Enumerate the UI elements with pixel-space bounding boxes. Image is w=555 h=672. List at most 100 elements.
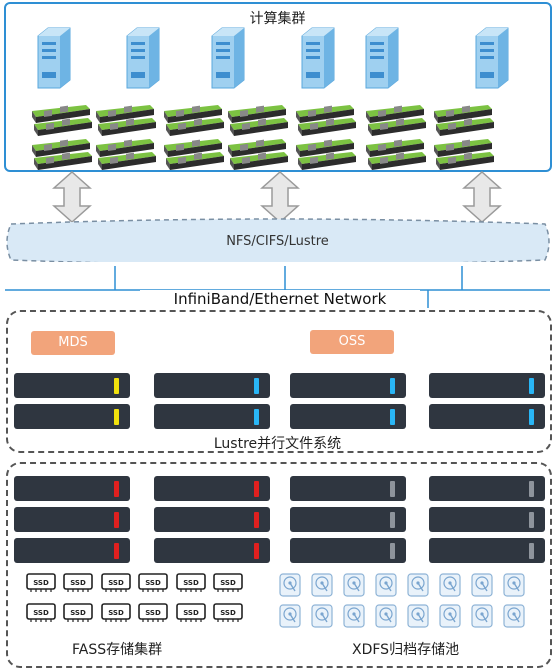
arrow-left: [52, 170, 92, 224]
gpu-card-icon: [296, 116, 358, 138]
hdd-icon: [311, 573, 333, 597]
oss-server-rack: [290, 373, 406, 398]
oss-server-rack: [154, 373, 270, 398]
ssd-icon: SSD: [63, 603, 93, 623]
xdfs-storage-rack: [290, 507, 406, 532]
gpu-card-icon: [30, 103, 92, 125]
hdd-icon: [279, 573, 301, 597]
ssd-icon: SSD: [176, 573, 206, 593]
status-led: [114, 481, 119, 497]
ssd-icon: SSD: [213, 603, 243, 623]
gpu-card-icon: [366, 150, 428, 172]
status-led: [254, 481, 259, 497]
status-led: [254, 543, 259, 559]
network-label: InfiniBand/Ethernet Network: [140, 290, 420, 308]
gpu-card-icon: [94, 137, 156, 159]
mds-tag: MDS: [31, 331, 115, 355]
hdd-icon: [375, 573, 397, 597]
fass-storage-rack: [154, 507, 270, 532]
hdd-icon: [471, 604, 493, 628]
gpu-card-icon: [432, 137, 494, 159]
gpu-card-icon: [94, 103, 156, 125]
gpu-card-icon: [226, 103, 288, 125]
gpu-card-icon: [296, 150, 358, 172]
server-icon: [298, 26, 336, 90]
server-icon: [208, 26, 246, 90]
hdd-icon: [439, 604, 461, 628]
oss-server-rack: [429, 404, 545, 429]
hdd-icon: [375, 604, 397, 628]
hdd-icon: [343, 604, 365, 628]
arrow-right: [462, 170, 502, 224]
fass-storage-rack: [14, 507, 130, 532]
nfs-layer-shape: [6, 218, 550, 262]
hdd-icon: [311, 604, 333, 628]
oss-server-rack: [429, 373, 545, 398]
fass-storage-rack: [14, 538, 130, 563]
arrow-center: [260, 170, 300, 224]
ssd-icon: SSD: [138, 603, 168, 623]
gpu-card-icon: [434, 116, 496, 138]
gpu-card-icon: [226, 137, 288, 159]
gpu-card-icon: [364, 103, 426, 125]
status-led: [114, 543, 119, 559]
xdfs-storage-rack: [290, 476, 406, 501]
svg-text:SSD: SSD: [70, 579, 86, 587]
ssd-icon: SSD: [63, 573, 93, 593]
hdd-icon: [279, 604, 301, 628]
gpu-card-icon: [164, 116, 226, 138]
gpu-card-icon: [294, 103, 356, 125]
mds-server-rack: [14, 404, 130, 429]
gpu-card-icon: [432, 103, 494, 125]
server-icon: [362, 26, 400, 90]
io-arrows: [52, 170, 502, 224]
hdd-icon: [407, 573, 429, 597]
server-icon: [472, 26, 510, 90]
lustre-box: [6, 310, 552, 453]
status-led: [114, 512, 119, 528]
gpu-card-icon: [32, 116, 94, 138]
compute-cluster-title: 计算集群: [249, 11, 306, 27]
xdfs-caption: XDFS归档存储池: [352, 642, 460, 658]
ssd-icon: SSD: [138, 573, 168, 593]
mds-server-rack: [14, 373, 130, 398]
hdd-icon: [503, 604, 525, 628]
status-led: [254, 409, 259, 425]
hdd-icon: [439, 573, 461, 597]
hdd-icon: [407, 604, 429, 628]
server-icon: [123, 26, 161, 90]
fass-storage-rack: [154, 538, 270, 563]
svg-text:SSD: SSD: [145, 579, 161, 587]
hdd-icon: [503, 573, 525, 597]
status-led: [114, 378, 119, 394]
gpu-card-icon: [366, 116, 428, 138]
status-led: [254, 512, 259, 528]
svg-text:SSD: SSD: [108, 609, 124, 617]
fass-caption: FASS存储集群: [72, 642, 163, 658]
gpu-card-icon: [228, 150, 290, 172]
xdfs-storage-rack: [290, 538, 406, 563]
gpu-card-icon: [164, 150, 226, 172]
ssd-icon: SSD: [213, 573, 243, 593]
ssd-icon: SSD: [26, 573, 56, 593]
svg-text:SSD: SSD: [145, 609, 161, 617]
status-led: [254, 378, 259, 394]
svg-text:SSD: SSD: [183, 609, 199, 617]
svg-text:SSD: SSD: [33, 579, 49, 587]
ssd-icon: SSD: [101, 603, 131, 623]
gpu-card-icon: [434, 150, 496, 172]
oss-tag: OSS: [310, 330, 394, 354]
server-icon: [34, 26, 72, 90]
gpu-card-icon: [32, 150, 94, 172]
svg-text:SSD: SSD: [108, 579, 124, 587]
status-led: [114, 409, 119, 425]
svg-text:SSD: SSD: [70, 609, 86, 617]
status-led: [390, 481, 395, 497]
status-led: [390, 512, 395, 528]
svg-text:SSD: SSD: [33, 609, 49, 617]
status-led: [529, 378, 534, 394]
storage-box: [6, 462, 552, 668]
svg-text:SSD: SSD: [183, 579, 199, 587]
gpu-card-icon: [162, 103, 224, 125]
fass-storage-rack: [154, 476, 270, 501]
